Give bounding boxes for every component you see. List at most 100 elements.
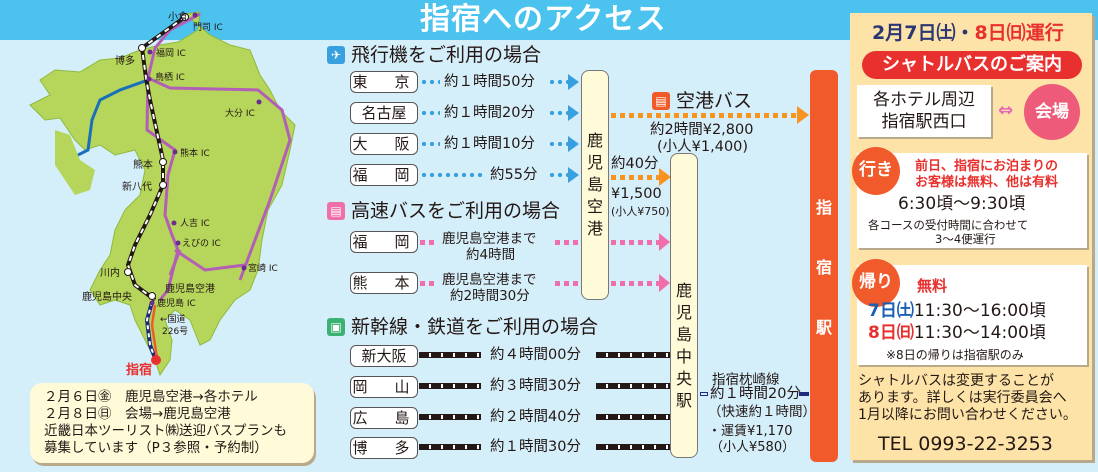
shuttle-dates: 2月7日㈯・8日㈰運行 (872, 20, 1064, 46)
airplane-icon: ✈ (327, 46, 345, 64)
note-line: ２月８日㊐ 会場→鹿児島空港 (44, 406, 231, 422)
flight-time: 約１時間10分 (444, 136, 535, 152)
return-day1: 7日㈯11:30～16:00頃 (868, 301, 1046, 321)
pillar-char: 島 (675, 324, 692, 344)
airport-bus-time-fare: 約2時間¥2,800 (650, 122, 754, 138)
ic-markers (146, 12, 262, 306)
flight-time: 約１時間20分 (444, 105, 535, 121)
outbound-sub-2: 3～4便運行 (935, 232, 996, 246)
return-footnote: ※8日の帰りは指宿駅のみ (886, 348, 1024, 362)
pickup-points-box: 各ホテル周辺 指宿駅西口 (857, 85, 991, 137)
bus-route-line2: 約4時間 (466, 247, 516, 263)
nagasaki-line (77, 78, 149, 157)
contact-phone[interactable]: TEL 0993-22-3253 (878, 433, 1053, 455)
rail-time: 約２時間40分 (490, 409, 581, 425)
page-title: 指宿へのアクセス (420, 2, 667, 37)
bus-dotted-line (555, 281, 581, 286)
date-sat: 2月7日㈯・ (872, 22, 975, 44)
station-label: 博多 (115, 54, 135, 67)
bus-dotted-line (420, 281, 436, 286)
rail-title-text: 新幹線・鉄道をご利用の場合 (351, 316, 599, 338)
return-day2-time: 11:30～14:00頃 (913, 323, 1046, 343)
return-day2: 8日㈰11:30～14:00頃 (868, 323, 1046, 343)
station-label: 新八代 (122, 180, 152, 193)
ic-label: 宮崎 IC (248, 262, 278, 274)
pillar-char: 央 (675, 368, 692, 388)
route-label: 226号 (162, 326, 188, 337)
arrow-right-icon (568, 136, 579, 152)
airport-bus-text: 空港バス (676, 90, 753, 112)
rail-line (596, 414, 670, 420)
ic-label: えびの IC (182, 238, 221, 249)
ibusuki-station-box: 指 宿 駅 (810, 70, 838, 462)
flight-dotted-line (420, 142, 440, 146)
flight-dotted-line (420, 80, 440, 84)
origin-city: 福 岡 (350, 231, 418, 253)
pillar-char: 鹿 (586, 131, 603, 150)
ibusuki-line-time: 約１時間20分 (710, 386, 801, 402)
notice-line: 1月以降にお問い合わせください。 (858, 407, 1077, 423)
arrow-right-icon (568, 105, 579, 121)
notice-line: あります。詳しくは実行委員会へ (858, 390, 1067, 406)
station-label: 川内 (100, 266, 120, 279)
outbound-time: 6:30頃～9:30頃 (898, 194, 1026, 214)
bus-dotted-line (420, 240, 436, 245)
ibusuki-marker (151, 355, 161, 365)
date-suffix: 運行 (1025, 22, 1064, 44)
arrow-right-icon (568, 167, 579, 183)
bus-icon: ▤ (327, 202, 345, 220)
flight-dotted-line (420, 111, 440, 115)
expressway-line (168, 248, 246, 276)
rail-section-title: ▣ 新幹線・鉄道をご利用の場合 (327, 316, 598, 338)
arrow-right-icon (659, 274, 670, 292)
double-arrow-icon: ⇔ (998, 100, 1014, 121)
bus-dotted-line (555, 240, 581, 245)
rail-line (596, 383, 670, 389)
air-title-text: 飛行機をご利用の場合 (351, 44, 542, 66)
bus-plan-note: ２月６日㊎ 鹿児島空港→各ホテル ２月８日㊐ 会場→鹿児島空港 近畿日本ツーリス… (30, 383, 314, 463)
flight-time: 約55分 (490, 167, 538, 183)
date-sun: 8日㈰ (974, 22, 1026, 44)
airport-to-central-child-fare: (小人¥750) (611, 205, 670, 218)
origin-city: 福 岡 (350, 164, 418, 186)
return-free: 無料 (917, 277, 948, 295)
pickup-point: 指宿駅西口 (881, 112, 967, 132)
bus-dotted-line (611, 240, 659, 245)
flight-time: 約１時間50分 (444, 74, 535, 90)
rail-line (596, 444, 670, 450)
arrow-right-icon (568, 74, 579, 90)
air-section-title: ✈ 飛行機をご利用の場合 (327, 44, 541, 66)
route-226 (150, 304, 159, 359)
ic-label: 人吉 IC (180, 218, 210, 229)
ibusuki-line-rapid: （快速約１時間） (708, 404, 816, 420)
outbound-note-1: 前日、指宿にお泊まりの (915, 159, 1059, 174)
ibusuki-line-child-fare: （小人¥580） (710, 440, 796, 455)
pillar-char: 空 (586, 197, 603, 216)
flight-dotted-line (548, 111, 568, 115)
rail-line (419, 352, 481, 358)
origin-city: 名古屋 (350, 102, 418, 124)
pillar-char: 児 (675, 302, 692, 322)
airport-to-central-fare: ¥1,500 (611, 186, 662, 202)
flight-dotted-line (548, 142, 568, 146)
station-label: 小倉 (168, 10, 188, 23)
bus-dotted-line (611, 281, 659, 286)
return-badge: 帰り (852, 259, 900, 307)
outbound-note-2: お客様は無料、他は有料 (915, 175, 1059, 190)
origin-city: 広 島 (350, 407, 418, 429)
bus-route-line2: 約2時間30分 (450, 288, 530, 304)
origin-city: 東 京 (350, 71, 418, 93)
rail-time: 約１時間30分 (490, 439, 581, 455)
rail-line (419, 414, 481, 420)
pillar-char: 駅 (675, 390, 692, 410)
kyushu-map: 小倉 博多 熊本 新八代 川内 鹿児島中央 門司 IC 福岡 IC 鳥栖 IC … (0, 0, 330, 378)
pickup-point: 各ホテル周辺 (873, 90, 975, 110)
pillar-char: 島 (586, 175, 603, 194)
ic-label: 大分 IC (225, 107, 255, 119)
ic-label: 鳥栖 IC (155, 71, 185, 83)
pillar-char: 児 (586, 153, 603, 172)
note-line: ２月６日㊎ 鹿児島空港→各ホテル (44, 389, 258, 405)
ic-label: 鹿児島 IC (157, 297, 196, 309)
note-line: 近畿日本ツーリスト㈱送迎バスプランも (44, 423, 287, 439)
bus-route-line1: 鹿児島空港まで (442, 272, 537, 288)
